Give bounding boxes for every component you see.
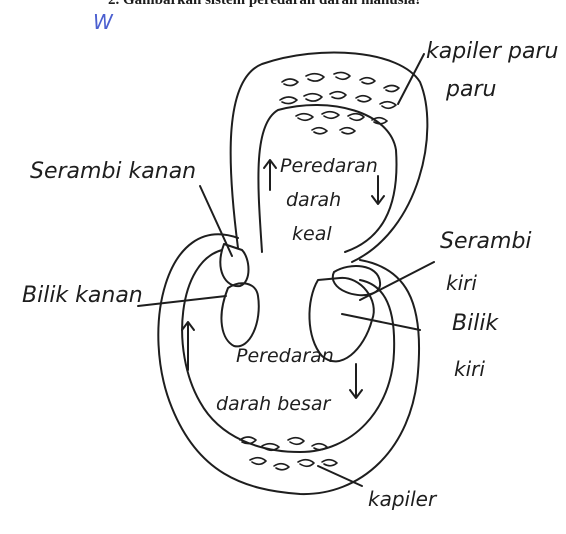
- arrow-down-pulmonary: [372, 176, 384, 204]
- label-peredaran-kecil-line1: Peredaran: [280, 155, 378, 177]
- body-capillaries: [240, 437, 337, 470]
- leader-bilik-kanan: [138, 296, 226, 306]
- leader-kapiler: [318, 466, 362, 486]
- label-kapiler: kapiler: [368, 487, 438, 511]
- label-bilik-kiri-line2: kiri: [454, 357, 485, 381]
- left-atrium-shape: [333, 266, 380, 295]
- leader-bilik-kiri: [342, 314, 420, 330]
- label-bilik-kanan: Bilik kanan: [22, 283, 143, 308]
- label-peredaran-kecil-line3: keal: [292, 223, 332, 245]
- label-kapiler-paru-line2: paru: [445, 77, 496, 102]
- label-serambi-kiri-line2: kiri: [446, 271, 477, 295]
- right-ventricle-shape: [221, 283, 258, 346]
- label-peredaran-besar-line1: Peredaran: [236, 345, 334, 367]
- label-kapiler-paru-line1: kapiler paru: [426, 39, 558, 64]
- label-peredaran-kecil-line2: darah: [286, 189, 341, 211]
- leader-serambi-kiri: [360, 262, 434, 300]
- label-serambi-kiri-line1: Serambi: [440, 229, 532, 254]
- arrow-down-systemic-right: [350, 364, 362, 398]
- leader-kapiler-paru: [398, 54, 424, 104]
- label-bilik-kiri-line1: Bilik: [452, 311, 499, 336]
- arrow-up-pulmonary: [264, 160, 276, 190]
- right-atrium-shape: [220, 244, 248, 286]
- label-peredaran-besar-line2: darah besar: [216, 393, 332, 415]
- label-serambi-kanan: Serambi kanan: [30, 159, 196, 184]
- leader-serambi-kanan: [200, 186, 232, 256]
